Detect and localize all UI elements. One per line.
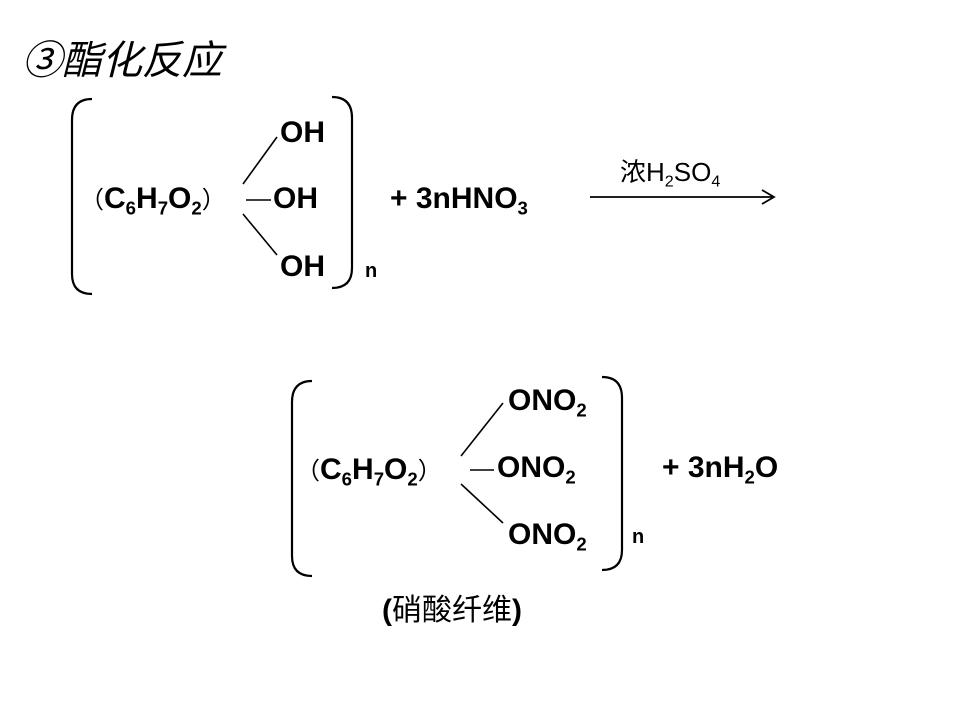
reactant-sub-7: 7 bbox=[157, 197, 169, 219]
reactant-oh-top: OH bbox=[280, 116, 325, 149]
product-sub-2: 2 bbox=[407, 468, 418, 490]
catalyst-label: 浓H2SO4 bbox=[620, 152, 721, 191]
reactant-formula-h: H bbox=[136, 182, 158, 215]
reactant-repeat-n: n bbox=[365, 260, 378, 282]
byproduct-prefix: + 3nH bbox=[662, 451, 745, 484]
product-sub-6: 6 bbox=[341, 468, 353, 490]
product-name-close: ) bbox=[512, 594, 522, 627]
reagent-prefix: + 3nHNO bbox=[390, 182, 518, 215]
product-formula-o: O bbox=[384, 453, 408, 486]
product-ono2-top-sub: 2 bbox=[576, 399, 587, 421]
reagent-sub-3: 3 bbox=[517, 197, 528, 219]
product-ono2-mid-sub: 2 bbox=[565, 466, 576, 488]
reactant-group-open: （ bbox=[80, 186, 104, 214]
product-bond-bot bbox=[460, 483, 504, 524]
reaction-arrow-head bbox=[761, 189, 776, 205]
reactant-group-close: ） bbox=[201, 186, 226, 214]
product-ono2-bot: ONO2 bbox=[508, 518, 587, 555]
product-left-bracket bbox=[290, 379, 313, 578]
catalyst-text: 浓H bbox=[620, 157, 665, 187]
product-repeat-n: n bbox=[632, 526, 645, 548]
byproduct-sub-2: 2 bbox=[744, 466, 755, 488]
product-name-open: ( bbox=[382, 594, 392, 627]
reactant-bond-bot bbox=[242, 213, 278, 256]
product-group-close: ） bbox=[417, 457, 442, 485]
product-right-bracket bbox=[601, 375, 624, 572]
reactant-bond-top bbox=[242, 136, 278, 185]
reactant-oh-bot: OH bbox=[280, 250, 325, 283]
product-core-group: （C6H7O2） bbox=[296, 451, 442, 490]
product-ono2-mid-text: ONO bbox=[497, 451, 566, 484]
product-ono2-bot-sub: 2 bbox=[576, 533, 587, 555]
reactant-sub-2: 2 bbox=[191, 197, 202, 219]
product-formula-h: H bbox=[352, 453, 374, 486]
product-ono2-top-text: ONO bbox=[508, 384, 577, 417]
product-group-open: （ bbox=[296, 457, 320, 485]
product-ono2-bot-text: ONO bbox=[508, 518, 577, 551]
reactant-formula-c: C bbox=[104, 182, 126, 215]
product-bond-top bbox=[460, 402, 504, 457]
catalyst-so: SO bbox=[673, 157, 712, 187]
product-name-label: (硝酸纤维) bbox=[382, 585, 522, 629]
byproduct-formula: + 3nH2O bbox=[662, 451, 779, 488]
page-title: ③酯化反应 bbox=[22, 38, 222, 84]
product-sub-7: 7 bbox=[373, 468, 385, 490]
byproduct-suffix: O bbox=[754, 451, 779, 484]
reactant-oh-mid: OH bbox=[273, 182, 318, 215]
reactant-formula-o: O bbox=[168, 182, 192, 215]
reagent-formula: + 3nHNO3 bbox=[390, 182, 528, 219]
product-name-text: 硝酸纤维 bbox=[392, 593, 512, 628]
catalyst-sub-2: 2 bbox=[664, 172, 674, 191]
reactant-sub-6: 6 bbox=[125, 197, 137, 219]
product-ono2-mid: ONO2 bbox=[497, 451, 576, 488]
reactant-right-bracket bbox=[331, 95, 354, 290]
product-formula-c: C bbox=[320, 453, 342, 486]
product-ono2-top: ONO2 bbox=[508, 384, 587, 421]
reactant-left-bracket bbox=[70, 97, 93, 296]
catalyst-sub-4: 4 bbox=[711, 172, 721, 191]
reactant-core-group: （C6H7O2） bbox=[80, 180, 226, 219]
